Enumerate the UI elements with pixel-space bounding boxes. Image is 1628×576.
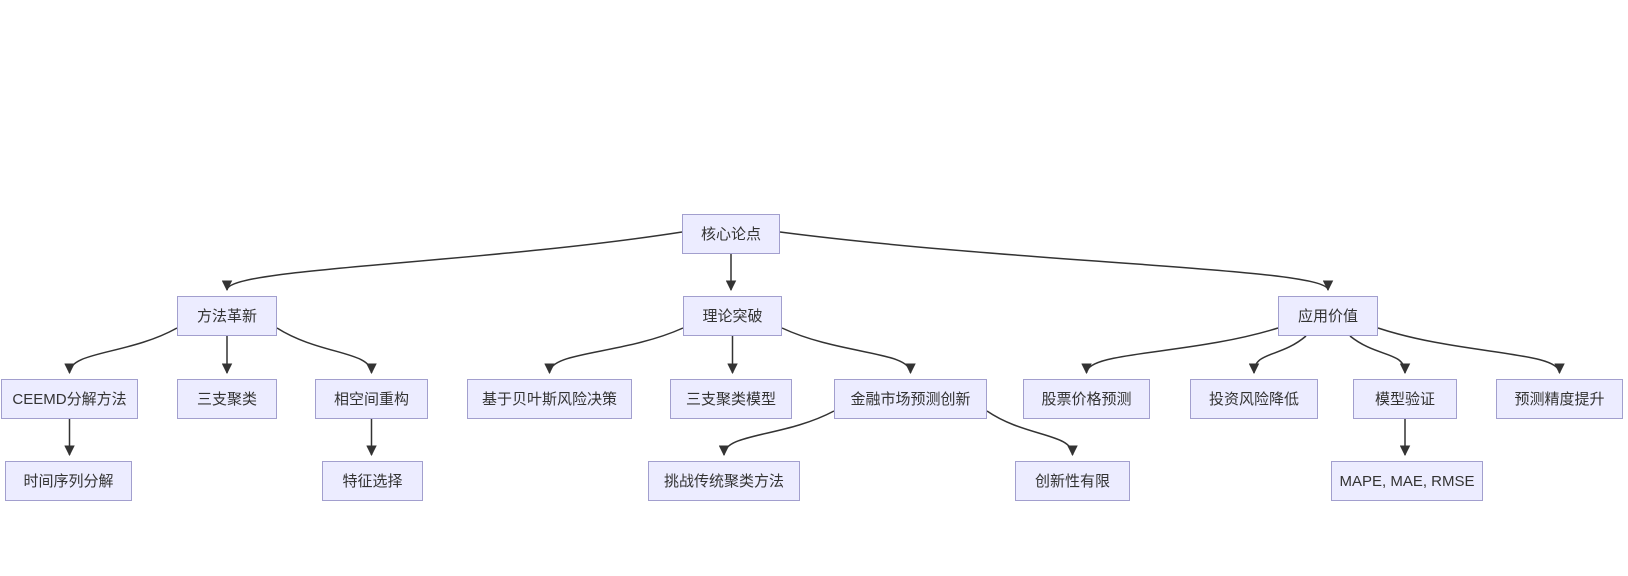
node-ceemd-method: CEEMD分解方法 (1, 379, 138, 419)
node-core-thesis: 核心论点 (682, 214, 780, 254)
node-model-validation: 模型验证 (1353, 379, 1457, 419)
node-method-innovation: 方法革新 (177, 296, 277, 336)
edge-theory-breakthrough-to-financial-market-innovation (781, 327, 916, 375)
node-limited-innovation: 创新性有限 (1015, 461, 1130, 501)
edge-financial-market-innovation-to-limited-innovation (986, 410, 1078, 457)
node-stock-price-prediction: 股票价格预测 (1023, 379, 1150, 419)
edge-method-innovation-to-ceemd-method (64, 327, 178, 375)
edge-financial-market-innovation-to-challenge-traditional-clustering (718, 410, 835, 457)
edge-application-value-to-investment-risk-reduction (1248, 335, 1307, 375)
node-financial-market-innovation: 金融市场预测创新 (834, 379, 987, 419)
node-investment-risk-reduction: 投资风险降低 (1190, 379, 1318, 419)
edge-application-value-to-prediction-accuracy-improvement (1377, 327, 1565, 375)
node-application-value: 应用价值 (1278, 296, 1378, 336)
edge-theory-breakthrough-to-bayesian-risk-decision (544, 327, 684, 375)
edge-method-innovation-to-phase-space-reconstruction (276, 327, 377, 375)
edge-core-thesis-to-method-innovation (221, 231, 683, 292)
node-bayesian-risk-decision: 基于贝叶斯风险决策 (467, 379, 632, 419)
node-mape-mae-rmse: MAPE, MAE, RMSE (1331, 461, 1483, 501)
edge-core-thesis-to-application-value (779, 231, 1334, 292)
node-time-series-decomposition: 时间序列分解 (5, 461, 132, 501)
node-three-way-clustering: 三支聚类 (177, 379, 277, 419)
edge-application-value-to-stock-price-prediction (1081, 327, 1279, 375)
node-theory-breakthrough: 理论突破 (683, 296, 782, 336)
node-phase-space-reconstruction: 相空间重构 (315, 379, 428, 419)
node-three-way-clustering-model: 三支聚类模型 (670, 379, 792, 419)
edge-group (64, 231, 1565, 457)
edge-application-value-to-model-validation (1349, 335, 1411, 375)
node-feature-selection: 特征选择 (322, 461, 423, 501)
node-prediction-accuracy-improvement: 预测精度提升 (1496, 379, 1623, 419)
node-challenge-traditional-clustering: 挑战传统聚类方法 (648, 461, 800, 501)
